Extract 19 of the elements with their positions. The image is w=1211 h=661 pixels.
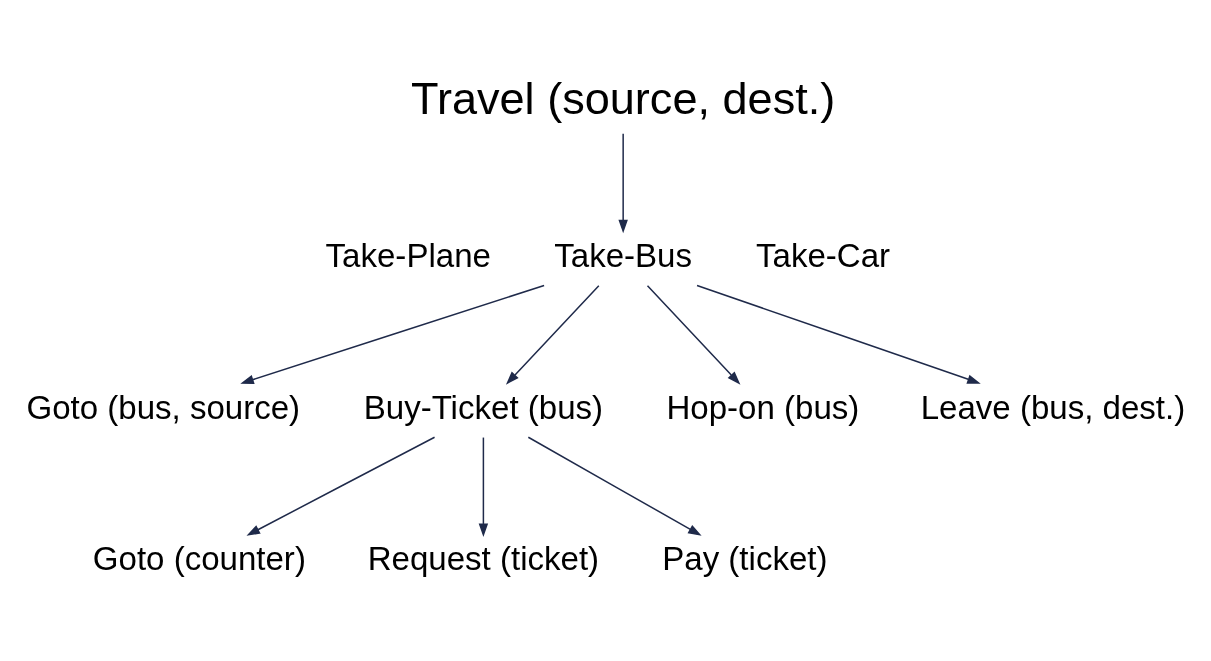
arrow [646, 285, 741, 385]
arrow [240, 284, 545, 385]
node-text: Leave (bus, dest.) [920, 388, 1186, 426]
node-text: Take-Plane [325, 236, 491, 274]
node-text: Goto (counter) [92, 540, 306, 578]
node-text: Hop-on (bus) [666, 388, 860, 426]
node-text: Pay (ticket) [662, 540, 828, 578]
arrow [478, 436, 489, 538]
node-text: Request (ticket) [367, 540, 600, 578]
node-text: Take-Bus [554, 236, 693, 274]
node-text: Goto (bus, source) [26, 388, 301, 426]
arrow [505, 285, 600, 385]
node-text: Travel (source, dest.) [411, 73, 836, 125]
node-text: Take-Car [756, 236, 891, 274]
arrow [618, 133, 628, 234]
arrow [696, 284, 981, 384]
node-text: Buy-Ticket (bus) [363, 388, 604, 426]
arrow [246, 436, 436, 536]
arrow [527, 436, 702, 536]
